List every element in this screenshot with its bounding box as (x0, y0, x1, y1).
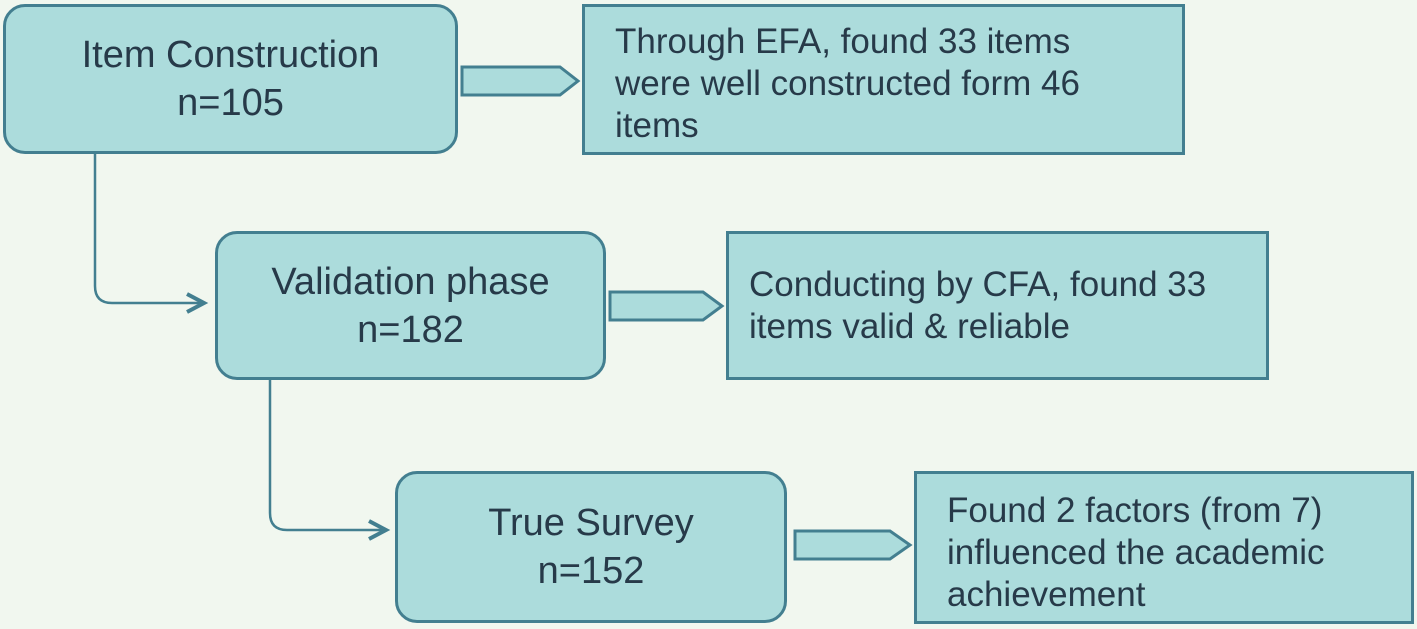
arrowhead-1-2 (186, 292, 209, 314)
result-box-cfa: Conducting by CFA, found 33 items valid … (726, 231, 1269, 380)
arrowhead-2-3 (368, 519, 391, 541)
stage-sample-size: n=152 (537, 550, 645, 592)
block-arrow-1 (460, 65, 581, 97)
result-box-factors: Found 2 factors (from 7) influenced the … (914, 471, 1414, 624)
stage-box-validation-phase: Validation phase n=182 (215, 231, 606, 380)
block-arrow-2 (608, 290, 725, 322)
stage-title: True Survey (488, 502, 694, 544)
stage-sample-size: n=182 (357, 308, 464, 351)
stage-box-item-construction: Item Construction n=105 (3, 4, 458, 154)
elbow-connector-2-3 (268, 380, 382, 532)
stage-title: Validation phase (271, 260, 550, 303)
elbow-connector-1-2 (93, 154, 200, 305)
stage-title: Item Construction (81, 34, 380, 76)
stage-sample-size: n=105 (177, 82, 284, 124)
result-box-efa: Through EFA, found 33 items were well co… (582, 4, 1185, 155)
block-arrow-3 (793, 529, 913, 561)
stage-box-true-survey: True Survey n=152 (395, 471, 787, 623)
